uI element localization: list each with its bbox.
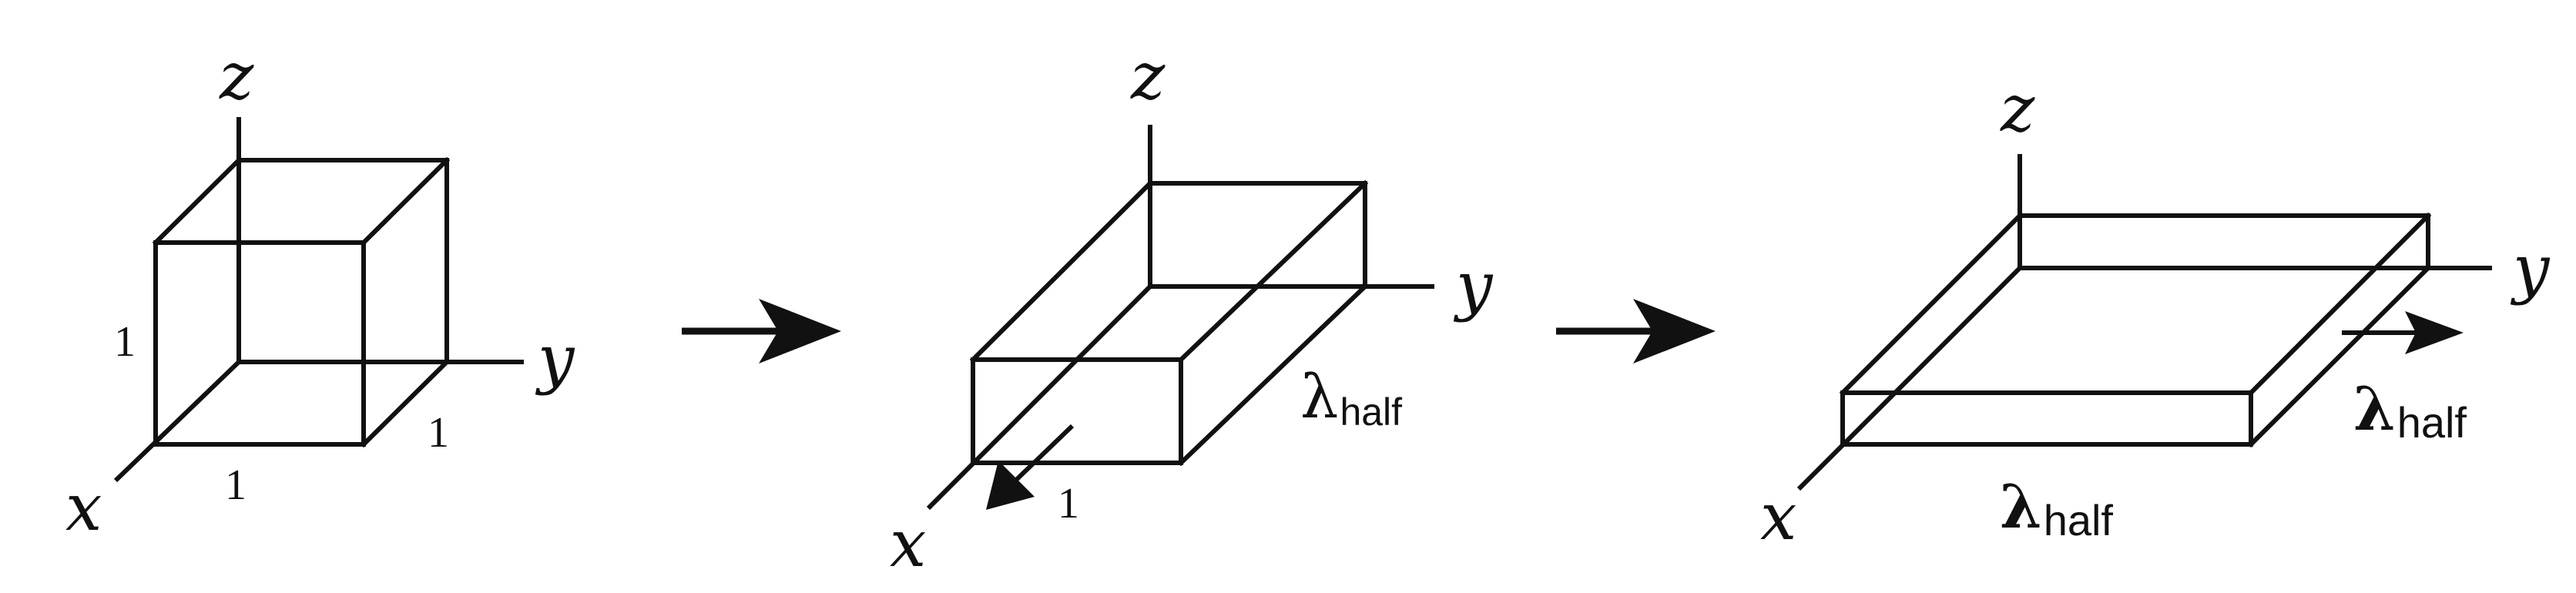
- sheet-axes: [1796, 154, 2492, 491]
- sheet-edges: [1839, 212, 2432, 448]
- sheet-lambda-bottom-symbol: λ: [2000, 472, 2042, 542]
- slab-axes: [926, 125, 1434, 511]
- transition-arrow-1-head: [759, 299, 841, 364]
- slab-compression-arrow-head: [986, 461, 1035, 510]
- cube-panel: z y x 1 1 1: [65, 39, 575, 545]
- sheet-lambda-right-symbol: λ: [2353, 374, 2396, 444]
- slab-compression-arrow-shaft: [1008, 424, 1075, 487]
- cube-edges: [152, 156, 451, 448]
- slab-lambda-label: λhalf: [1300, 363, 1402, 434]
- sheet-back-top: [2018, 213, 2430, 270]
- slab-back-top: [1148, 181, 1367, 289]
- transition-arrow-2: [1556, 299, 1716, 364]
- transition-arrow-2-head: [1633, 299, 1716, 364]
- slab-panel: z y x 1 λhalf: [890, 39, 1494, 581]
- sheet-stretch-arrow-head: [2405, 311, 2464, 354]
- sheet-x-label: x: [1760, 479, 1796, 554]
- sheet-stretch-arrow: [2342, 311, 2464, 354]
- sheet-front-face: [1840, 390, 2253, 447]
- cube-front-face: [153, 240, 366, 447]
- slab-y-label: y: [1453, 248, 1494, 323]
- cube-axes: [113, 117, 524, 483]
- cube-top-right-edge: [360, 156, 451, 246]
- sheet-lambda-bottom-subscript: half: [2044, 496, 2114, 544]
- slab-x-label: x: [890, 506, 926, 581]
- slab-front-face: [971, 357, 1183, 465]
- sheet-y-label: y: [2510, 231, 2551, 307]
- slab-top-left-edge: [969, 179, 1154, 364]
- slab-edges: [969, 179, 1369, 467]
- cube-x-label: x: [65, 470, 102, 545]
- slab-bottom-right-edge: [1177, 283, 1369, 467]
- sheet-top-right-edge: [2247, 212, 2432, 397]
- slab-z-label: z: [1130, 39, 1166, 114]
- cube-depth-label: 1: [428, 409, 449, 457]
- slab-lambda-symbol: λ: [1300, 363, 1338, 432]
- slab-lambda-subscript: half: [1340, 390, 1402, 434]
- sheet-lambda-right-subscript: half: [2397, 398, 2467, 447]
- sheet-panel: z y x λhalf λhalf: [1760, 71, 2551, 554]
- cube-y-label: y: [535, 321, 575, 397]
- sheet-z-label: z: [2000, 71, 2035, 146]
- cube-bottom-right-edge: [360, 358, 451, 448]
- sheet-lambda-bottom-label: λhalf: [2000, 472, 2113, 544]
- slab-compression-arrow: [986, 424, 1075, 510]
- sheet-bottom-right-edge: [2247, 264, 2432, 448]
- slab-x-axis: [926, 284, 1152, 511]
- cube-width-label: 1: [225, 461, 247, 509]
- slab-length-label: 1: [1058, 480, 1079, 528]
- cube-top-left-edge: [152, 156, 243, 246]
- transition-arrow-1: [682, 299, 841, 364]
- slab-top-right-edge: [1177, 179, 1369, 364]
- sheet-top-left-edge: [1839, 212, 2024, 397]
- cube-x-axis: [113, 360, 241, 483]
- sheet-x-axis: [1796, 266, 2022, 491]
- sheet-lambda-right-label: λhalf: [2353, 374, 2467, 447]
- cube-height-label: 1: [114, 318, 136, 366]
- cube-z-label: z: [219, 39, 254, 114]
